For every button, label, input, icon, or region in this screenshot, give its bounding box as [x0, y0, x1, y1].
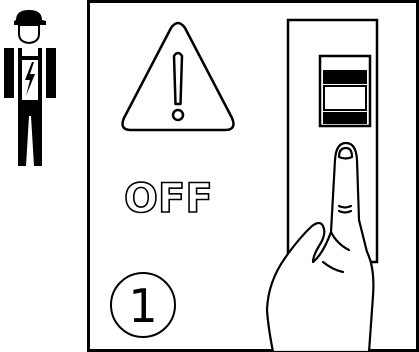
step-number-badge: 1: [110, 272, 176, 338]
step-number: 1: [128, 283, 157, 329]
warning-triangle-icon: [123, 23, 234, 130]
off-label: OFF: [124, 176, 213, 222]
electrician-icon: [4, 6, 56, 166]
